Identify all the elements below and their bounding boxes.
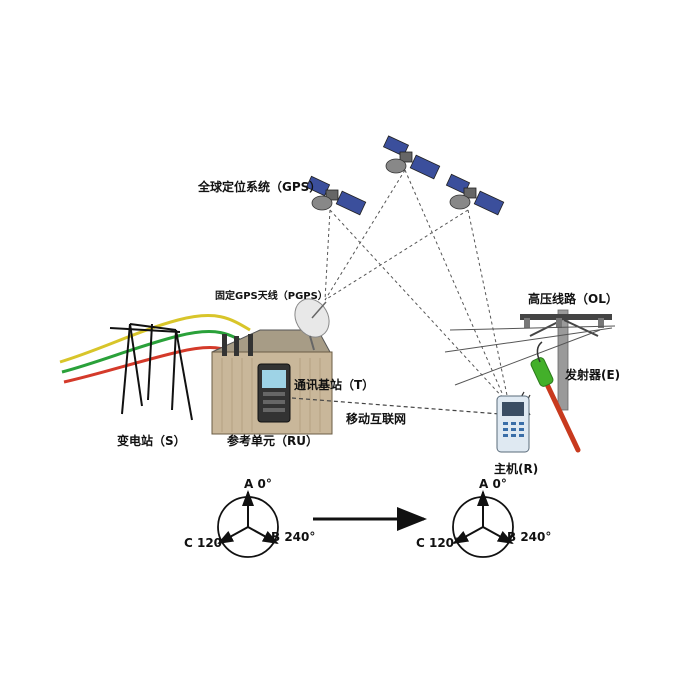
mobile-internet-label: 移动互联网	[346, 412, 407, 426]
host-device	[496, 395, 530, 453]
right-phase-b-label: B 240°	[507, 530, 552, 544]
right-phase-c-label: C 120°	[416, 536, 461, 550]
left-phase-a-label: A 0°	[244, 477, 272, 491]
phasor-diagram-left	[217, 490, 279, 558]
right-phase-a-label: A 0°	[479, 477, 507, 491]
base-station-label: 通讯基站（T）	[294, 378, 375, 392]
pgps-label: 固定GPS天线（PGPS）	[215, 291, 328, 302]
left-phase-b-label: B 240°	[271, 530, 316, 544]
overhead-line-label: 高压线路（OL）	[528, 292, 618, 306]
phasor-diagram-right	[452, 490, 514, 558]
satellite-3	[445, 173, 505, 216]
reference-unit-label: 参考单元（RU）	[227, 434, 318, 448]
gps-label: 全球定位系统（GPS）	[198, 180, 322, 194]
satellite-1	[305, 175, 367, 216]
transmitter-label: 发射器(E)	[565, 368, 621, 382]
satellite-2	[382, 135, 441, 180]
reference-unit-device	[257, 363, 291, 423]
gps-dish-antenna	[294, 298, 330, 351]
gps-signal-lines	[324, 169, 509, 401]
overhead-line	[444, 309, 616, 411]
substation-label: 变电站（S）	[117, 434, 186, 448]
host-label: 主机(R)	[494, 462, 539, 476]
left-phase-c-label: C 120°	[184, 536, 229, 550]
